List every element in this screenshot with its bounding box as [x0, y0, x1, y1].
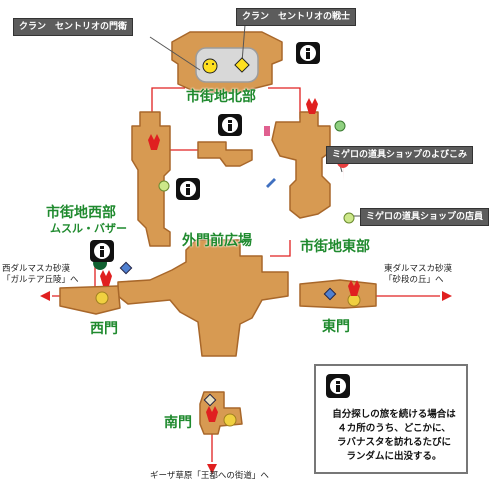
exit-west-line1: 西ダルマスカ砂漠 [2, 264, 71, 274]
legend-line: 自分探しの旅を続ける場合は [332, 409, 456, 420]
red-npc-icon-south-gate [206, 406, 218, 422]
exit-east: 東ダルマスカ砂漠 「砂段の丘」へ [384, 264, 452, 286]
area-north: 市街地北部 [186, 89, 256, 105]
area-west-sub: ムスル・バザー [50, 222, 127, 235]
plaza-block [117, 239, 289, 357]
red-npc-icon-north [306, 98, 318, 114]
legend-line: ランダムに出没する。 [346, 451, 442, 462]
red-npc-icon-east-gate [348, 280, 360, 296]
potion-icon [264, 126, 270, 136]
west-exit-arrow [40, 291, 50, 301]
legend-text: 自分探しの旅を続ける場合は ４カ所のうち、どこかに、 ラバナスタを訪れるたびに … [326, 408, 462, 464]
area-east-gate: 東門 [322, 319, 350, 335]
callout-clan-warrior: クラン セントリオの戦士 [236, 8, 357, 26]
green-bottle-icon [334, 120, 346, 132]
exit-west: 西ダルマスカ砂漠 「ガルテア丘陵」へ [2, 264, 79, 286]
area-east: 市街地東部 [300, 239, 370, 255]
exit-south: ギーザ草原「王都への街道」へ [150, 471, 269, 481]
east-gate-block [299, 279, 377, 309]
info-icon [90, 240, 114, 262]
exit-east-line1: 東ダルマスカ砂漠 [384, 264, 453, 274]
west-district-block [131, 111, 171, 247]
area-plaza: 外門前広場 [182, 233, 252, 249]
yellow-mushroom-icon-south [223, 413, 237, 427]
red-npc-icon-west-gate [100, 270, 112, 286]
blue-crystal-icon-east [323, 287, 337, 301]
info-icon [218, 114, 242, 136]
exit-west-line2: 「ガルテア丘陵」へ [2, 275, 79, 285]
yellow-mushroom-icon-west [95, 291, 109, 305]
clan-warrior-diamond-icon [234, 57, 250, 73]
markers [93, 57, 361, 427]
info-icon [296, 42, 320, 64]
exit-east-line2: 「砂段の丘」へ [384, 275, 444, 285]
legend-line: ラバナスタを訪れるたびに [337, 437, 451, 448]
info-icon [176, 178, 200, 200]
callout-item-shop-clerk: ミゲロの道具ショップの店員 [360, 208, 490, 226]
clan-gate-npc-icon [202, 58, 218, 74]
blue-crystal-icon-south [203, 393, 217, 407]
area-south-gate: 南門 [164, 415, 192, 431]
callout-item-shop-caller: ミゲロの道具ショップのよびこみ [326, 146, 474, 164]
info-icon [326, 374, 350, 398]
east-district-block [271, 111, 331, 219]
green-gourd-icon-west [158, 180, 170, 192]
area-west-gate: 西門 [90, 321, 118, 337]
red-npc-icon-west [148, 134, 160, 150]
legend-box: 自分探しの旅を続ける場合は ４カ所のうち、どこかに、 ラバナスタを訪れるたびに … [314, 364, 468, 474]
callout-clan-gate: クラン セントリオの門衛 [13, 18, 134, 36]
legend-line: ４カ所のうち、どこかに、 [337, 423, 451, 434]
central-lane-block [197, 141, 253, 167]
area-west: 市街地西部 [46, 205, 116, 221]
info-markers [90, 42, 320, 262]
west-gate-block [59, 285, 121, 315]
blue-crystal-icon-west [119, 261, 133, 275]
green-gourd-icon-east [343, 212, 355, 224]
east-exit-arrow [442, 291, 452, 301]
south-exit-arrow [207, 464, 217, 474]
sword-icon [266, 178, 276, 188]
